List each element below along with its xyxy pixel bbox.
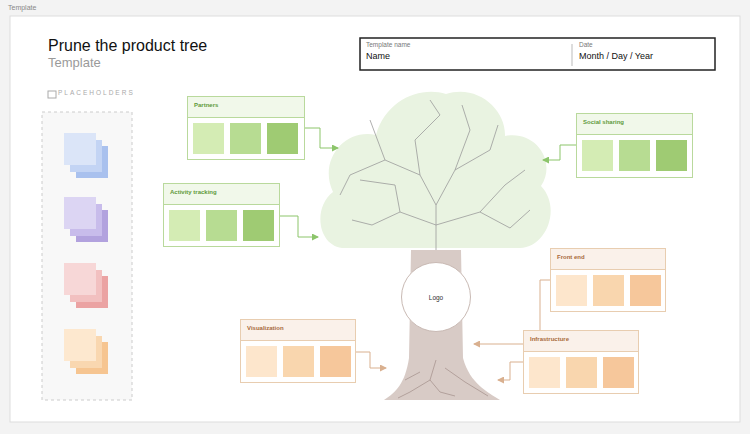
frame-header: Activity tracking [164,184,279,205]
sticky-note [593,275,624,306]
feature-frame: Activity tracking [163,183,280,247]
header-divider [572,44,573,66]
sticky-stacks [64,133,108,374]
sticky-note [630,275,661,306]
sticky-note [230,123,261,154]
sticky-note [320,346,351,377]
frame-header: Social sharing [577,114,692,135]
sticky-note [246,346,277,377]
sticky-note [566,357,597,388]
header-cell: DateMonth / Day / Year [579,41,711,61]
frame-title: Activity tracking [170,189,273,195]
frame-header: Front end [551,249,665,270]
sticky-note [283,346,314,377]
frame-title: Infrastructure [530,336,632,342]
frame-header: Visualization [241,320,355,341]
frame-title: Partners [194,102,298,108]
sticky-note [556,275,587,306]
corner-label: Template [8,4,36,11]
field-label: Template name [366,41,566,48]
header-box [360,38,715,70]
title: Prune the product tree [48,37,207,55]
placeholder-panel [42,112,132,400]
sticky-note [529,357,560,388]
frame-title: Social sharing [583,119,686,125]
field-value: Name [366,51,566,61]
sticky-note [267,123,298,154]
board [10,16,740,422]
sticky-note [603,357,634,388]
logo-circle: Logo [401,262,471,332]
feature-frame: Social sharing [576,113,693,178]
sticky-note [193,123,224,154]
sticky-note [243,210,274,241]
field-label: Date [579,41,711,48]
subtitle: Template [48,55,101,70]
frame-header: Partners [188,97,304,118]
feature-frame: Visualization [240,319,356,383]
feature-frame: Front end [550,248,666,312]
placeholder-icon [48,91,56,98]
logo-text: Logo [429,294,443,301]
sticky-note [206,210,237,241]
placeholder-heading: PLACEHOLDERS [58,89,138,96]
sticky-note [582,140,613,171]
feature-frame: Infrastructure [523,330,639,394]
field-value: Month / Day / Year [579,51,711,61]
frame-title: Front end [557,254,659,260]
sticky-note [656,140,687,171]
sticky-note [169,210,200,241]
frame-title: Visualization [247,325,349,331]
sticky-note [619,140,650,171]
frame-header: Infrastructure [524,331,638,352]
panel-heading: PLACEHOLDERS [58,89,138,96]
feature-frame: Partners [187,96,305,160]
header-cell: Template nameName [366,41,566,61]
